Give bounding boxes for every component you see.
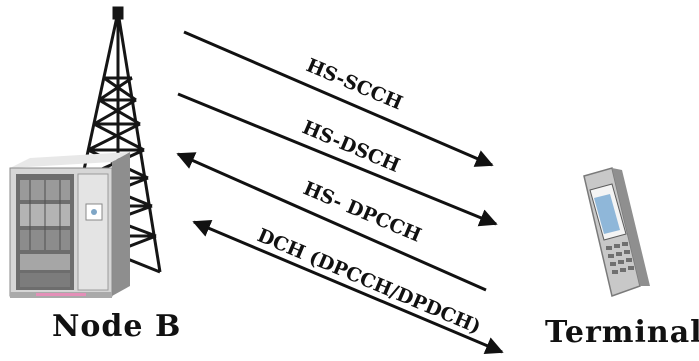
dch-label: DCH (DPCCH/DPDCH) bbox=[254, 224, 484, 338]
base-station-cabinet-icon bbox=[9, 152, 130, 298]
hs-dsch-arrow bbox=[177, 92, 498, 227]
hs-dsch-label: HS-DSCH bbox=[299, 116, 403, 177]
node-b-label: Node B bbox=[52, 309, 182, 344]
hs-scch-arrow bbox=[183, 30, 494, 167]
dch-arrow bbox=[192, 220, 504, 354]
mobile-phone-icon bbox=[583, 167, 650, 297]
terminal-label: Terminal bbox=[545, 315, 699, 350]
